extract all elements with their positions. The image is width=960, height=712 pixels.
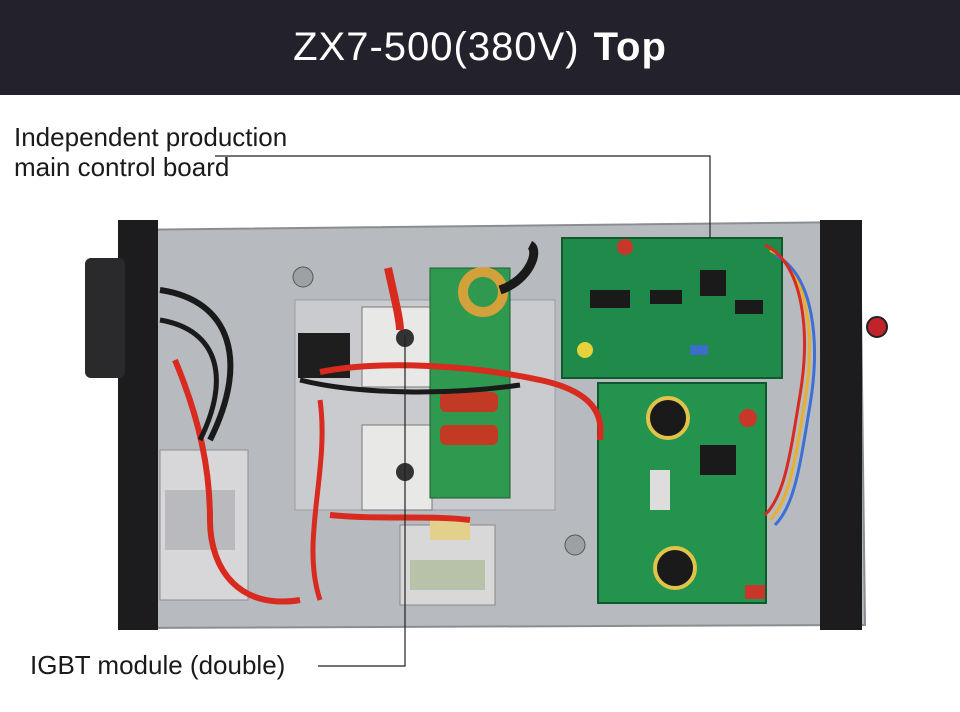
igbt-callout: IGBT module (double) <box>30 650 286 680</box>
callout-text-line2: main control board <box>14 152 230 182</box>
capacitor-2 <box>440 425 498 445</box>
transformer-coil-1 <box>646 396 690 440</box>
title-model: ZX7-500(380V) <box>293 25 580 69</box>
left-handle <box>85 258 125 378</box>
capacitor-1 <box>440 392 498 412</box>
right-knob <box>866 316 888 338</box>
welder-interior-photo <box>85 220 888 630</box>
black-ring-cable <box>498 240 539 295</box>
transformer-coil-2 <box>653 546 697 590</box>
red-cable-5 <box>329 512 471 523</box>
red-cable-1 <box>172 358 301 605</box>
black-cable-2 <box>159 317 219 442</box>
right-end-panel <box>820 220 862 630</box>
black-cable-3 <box>299 377 521 395</box>
red-cable-3 <box>319 362 604 441</box>
callout-text-line1: Independent production <box>14 122 288 152</box>
red-cable-2 <box>310 399 325 601</box>
page-title: ZX7-500(380V) Top <box>293 25 667 70</box>
title-view: Top <box>593 25 667 69</box>
red-cable-4 <box>384 267 404 331</box>
title-bar: ZX7-500(380V) Top <box>0 0 960 95</box>
main-control-board-callout: Independent production main control boar… <box>14 122 287 182</box>
callout-line-igbt <box>318 335 406 667</box>
signal-wires <box>768 248 811 522</box>
callout-line-main-board <box>215 155 711 238</box>
igbt-module-lower <box>361 424 433 511</box>
black-cable-1 <box>159 287 234 442</box>
